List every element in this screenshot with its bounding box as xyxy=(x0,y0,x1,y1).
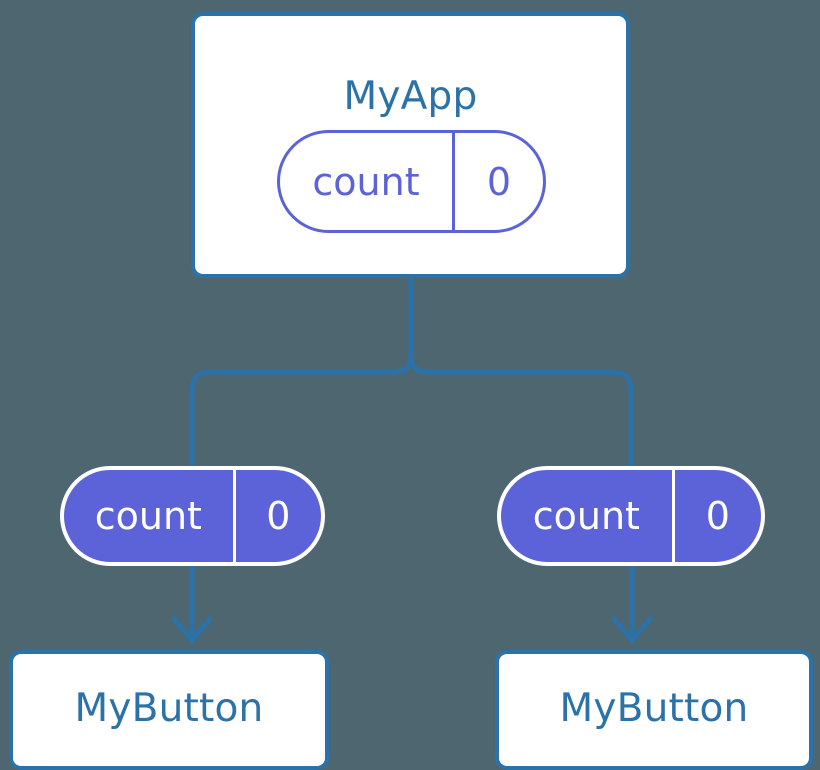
state-key-myapp: count xyxy=(312,159,420,204)
state-pill-child-right[interactable]: count 0 xyxy=(497,466,765,566)
connector-branch-left xyxy=(189,351,414,466)
arrow-head-left-icon xyxy=(171,616,213,643)
arrow-head-right-icon xyxy=(611,616,653,643)
state-value-myapp: 0 xyxy=(452,133,543,230)
component-card-mybutton-left[interactable]: MyButton xyxy=(9,650,329,770)
state-key-child-right: count xyxy=(532,494,640,538)
component-title-mybutton-right: MyButton xyxy=(559,686,749,731)
state-pill-child-left[interactable]: count 0 xyxy=(60,466,325,566)
state-key-child-left: count xyxy=(94,494,202,538)
state-pill-myapp[interactable]: count 0 xyxy=(277,130,546,233)
connector-branch-right xyxy=(408,351,634,466)
state-value-child-right: 0 xyxy=(671,470,761,562)
component-card-mybutton-right[interactable]: MyButton xyxy=(495,650,813,770)
component-title-myapp: MyApp xyxy=(343,74,478,119)
state-value-child-left: 0 xyxy=(232,470,321,562)
component-title-mybutton-left: MyButton xyxy=(74,686,264,731)
